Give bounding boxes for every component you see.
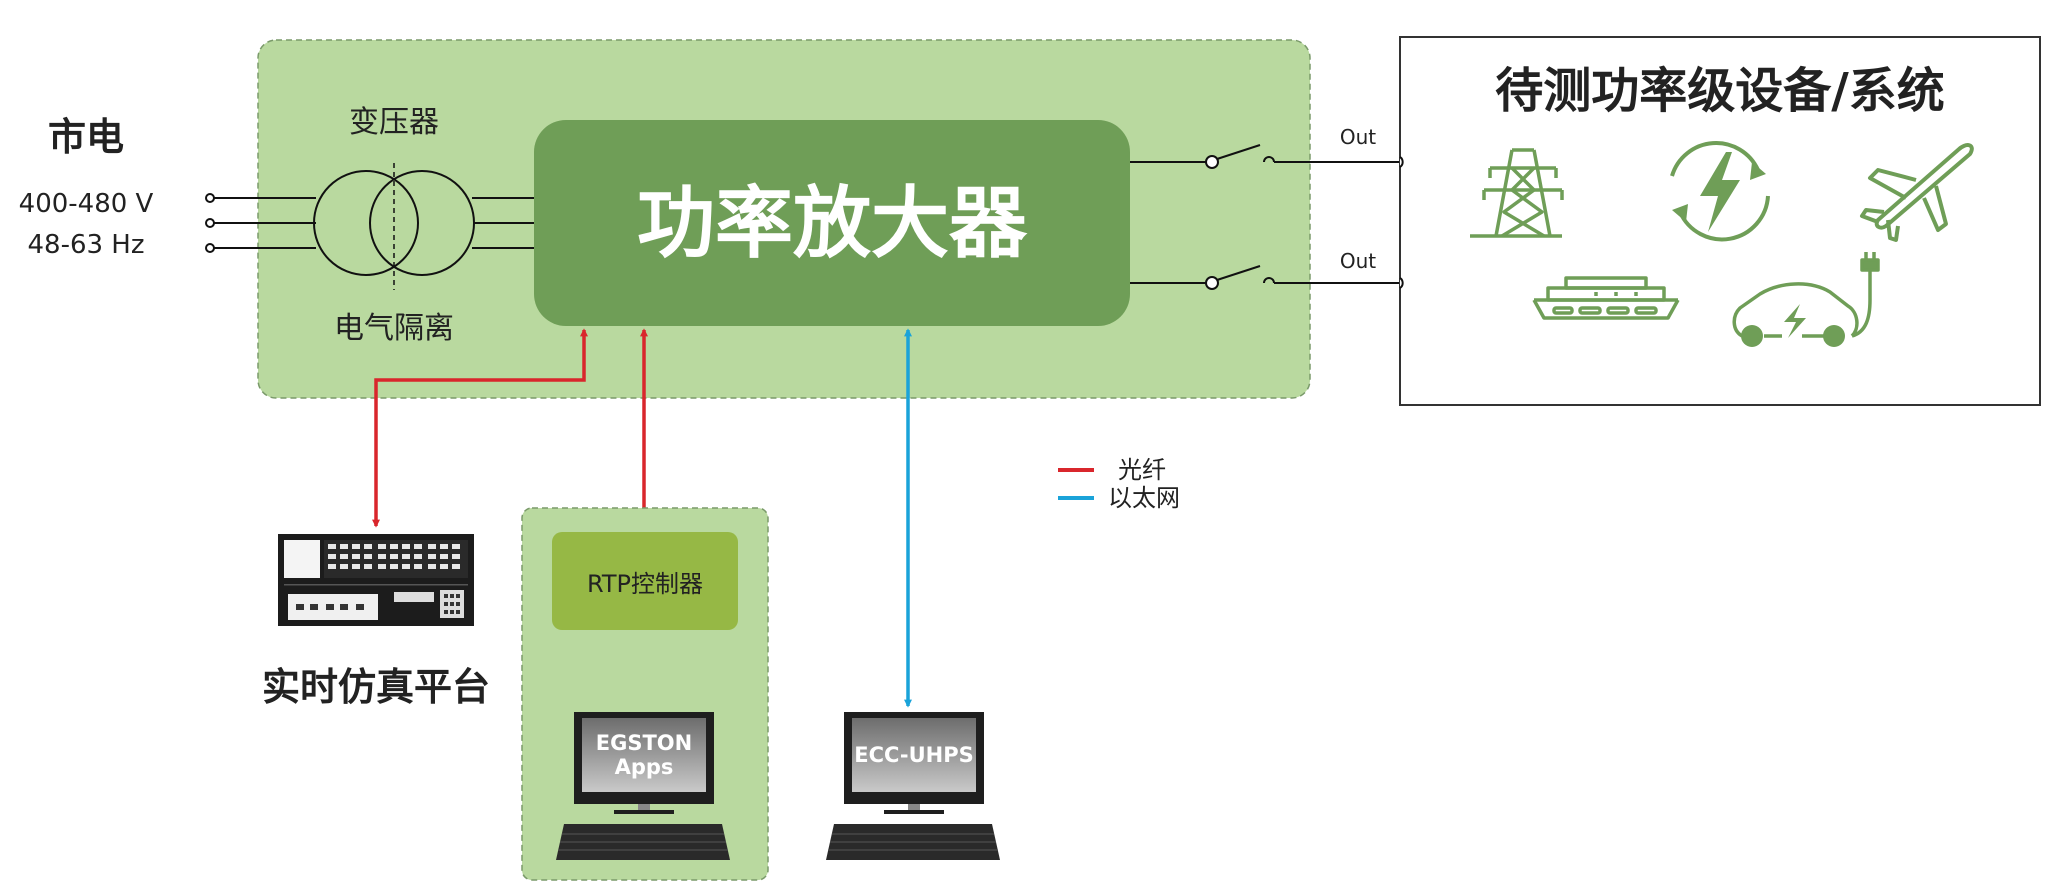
power-amplifier-block: [534, 120, 1130, 326]
mains-frequency: 48-63 Hz: [27, 230, 144, 260]
fiber-link-simulator: [372, 328, 588, 528]
realtime-simulator-title: 实时仿真平台: [262, 665, 490, 709]
output-switch-2: [1130, 265, 1400, 290]
egston-pc-line1: EGSTON: [596, 731, 692, 755]
mains-voltage: 400-480 V: [19, 189, 154, 219]
egston-pc: [556, 712, 730, 860]
electric-car-wheels: [1741, 304, 1845, 347]
legend-fiber-label: 光纤: [1118, 456, 1166, 484]
renewable-energy-icon: [1670, 141, 1770, 242]
power-amplifier-title: 功率放大器: [637, 179, 1028, 269]
electric-car-icon: [1732, 252, 1880, 338]
output-label-2: Out: [1340, 249, 1376, 273]
output-switch-1: [1130, 144, 1400, 169]
legend-ethernet-label: 以太网: [1108, 484, 1180, 512]
airplane-icon: [1860, 143, 1974, 242]
mains-input-lines: [205, 193, 316, 253]
mains-title: 市电: [48, 115, 124, 159]
ecc-uhps-pc: [826, 712, 1000, 860]
egston-pc-line2: Apps: [615, 755, 674, 779]
transformer-label-top: 变压器: [349, 105, 439, 140]
output-label-1: Out: [1340, 125, 1376, 149]
transformer-label-bottom: 电气隔离: [334, 311, 454, 346]
power-tower-icon: [1470, 148, 1564, 238]
transformer-output-lines: [472, 197, 534, 249]
rtp-controller-block: [552, 532, 738, 630]
ship-icon: [1532, 276, 1680, 320]
realtime-simulator-rack: [278, 534, 474, 626]
dut-title: 待测功率级设备/系统: [1495, 63, 1945, 119]
ecc-uhps-pc-label: ECC-UHPS: [854, 743, 974, 767]
rtp-controller-label: RTP控制器: [587, 570, 703, 598]
